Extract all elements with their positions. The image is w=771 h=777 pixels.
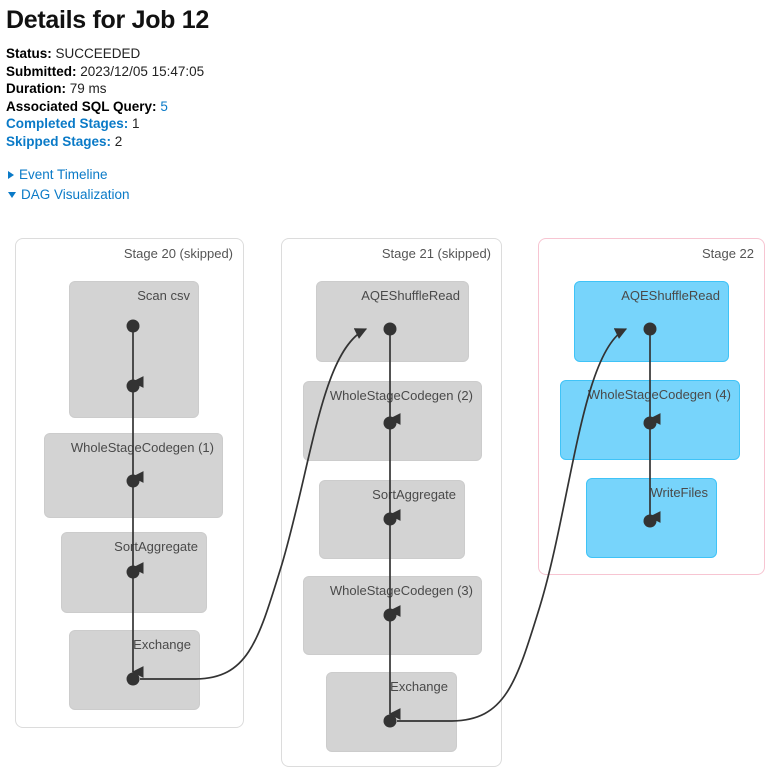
dag-node-label: SortAggregate [372, 487, 456, 502]
dag-node-label: SortAggregate [114, 539, 198, 554]
caret-down-icon [8, 192, 16, 199]
dag-node-label: Exchange [133, 637, 191, 652]
dag-node-aqeshuffleread-22[interactable]: AQEShuffleRead [574, 281, 729, 362]
summary-label-sql-query: Associated SQL Query: [6, 98, 157, 114]
stage-cluster-22[interactable]: Stage 22 AQEShuffleRead WholeStageCodege… [538, 238, 765, 575]
sql-query-link[interactable]: 5 [160, 98, 168, 114]
toggle-dag-visualization-label: DAG Visualization [21, 187, 130, 203]
summary-value-submitted: 2023/12/05 15:47:05 [80, 63, 205, 79]
stage-22-title: Stage 22 [701, 246, 754, 261]
summary-value-skipped-stages: 2 [114, 133, 123, 149]
summary-value-completed-stages: 1 [132, 116, 140, 132]
summary-row-submitted: Submitted: 2023/12/05 15:47:05 [6, 63, 771, 81]
stage-21-title: Stage 21 (skipped) [381, 246, 491, 261]
summary-label-status: Status: [6, 46, 52, 61]
caret-right-icon [8, 170, 14, 179]
summary-label-duration: Duration: [6, 81, 66, 97]
dag-node-label: WholeStageCodegen (2) [329, 388, 473, 403]
page-title: Details for Job 12 [6, 6, 209, 34]
edge-stage21-exchange-to-stage22-aqeshuffleread [397, 328, 628, 722]
dag-node-label: AQEShuffleRead [621, 288, 720, 303]
dag-node-label: WholeStageCodegen (1) [70, 440, 214, 455]
dag-node-label: AQEShuffleRead [361, 288, 460, 303]
toggle-event-timeline-label: Event Timeline [19, 166, 108, 182]
stage-cluster-21[interactable]: Stage 21 (skipped) AQEShuffleRead WholeS… [281, 238, 502, 767]
summary-row-completed-stages: Completed Stages: 1 [6, 115, 771, 133]
dag-visualization[interactable]: Stage 20 (skipped) Scan csv WholeStageCo… [0, 234, 771, 777]
toggle-dag-visualization[interactable]: DAG Visualization [6, 185, 771, 206]
stage-20-title: Stage 20 (skipped) [123, 246, 233, 261]
toggle-event-timeline[interactable]: Event Timeline [6, 165, 771, 186]
stage-21-nodes-dots [383, 322, 397, 728]
dag-node-label: Exchange [390, 679, 448, 694]
collapsible-toggles: Event Timeline DAG Visualization [6, 165, 771, 206]
dag-node-label: Scan csv [137, 288, 190, 303]
summary-value-duration: 79 ms [69, 81, 107, 97]
dag-node-scan-csv[interactable]: Scan csv [69, 281, 199, 418]
summary-row-status: Status: SUCCEEDED [6, 45, 771, 63]
dag-node-aqeshuffleread-21[interactable]: AQEShuffleRead [316, 281, 469, 362]
completed-stages-link[interactable]: Completed Stages: [6, 116, 129, 132]
dag-edges [126, 319, 661, 728]
summary-label-submitted: Submitted: [6, 63, 77, 79]
dag-node-label: WholeStageCodegen (3) [329, 583, 473, 598]
dag-node-label: WriteFiles [650, 485, 708, 500]
summary-row-duration: Duration: 79 ms [6, 80, 771, 98]
job-summary-list: Status: SUCCEEDED Submitted: 2023/12/05 … [6, 45, 771, 151]
summary-row-skipped-stages: Skipped Stages: 2 [6, 133, 771, 151]
edge-stage20-exchange-to-stage21-aqeshuffleread [140, 328, 368, 680]
dag-node-label: WholeStageCodegen (4) [587, 387, 731, 402]
summary-value-status: SUCCEEDED [55, 46, 141, 61]
stage-22-nodes-dots [643, 322, 657, 528]
skipped-stages-link[interactable]: Skipped Stages: [6, 133, 112, 149]
stage-20-nodes-dots [126, 319, 140, 686]
summary-row-sql-query: Associated SQL Query: 5 [6, 98, 771, 116]
dag-node-writefiles[interactable]: WriteFiles [586, 478, 717, 558]
